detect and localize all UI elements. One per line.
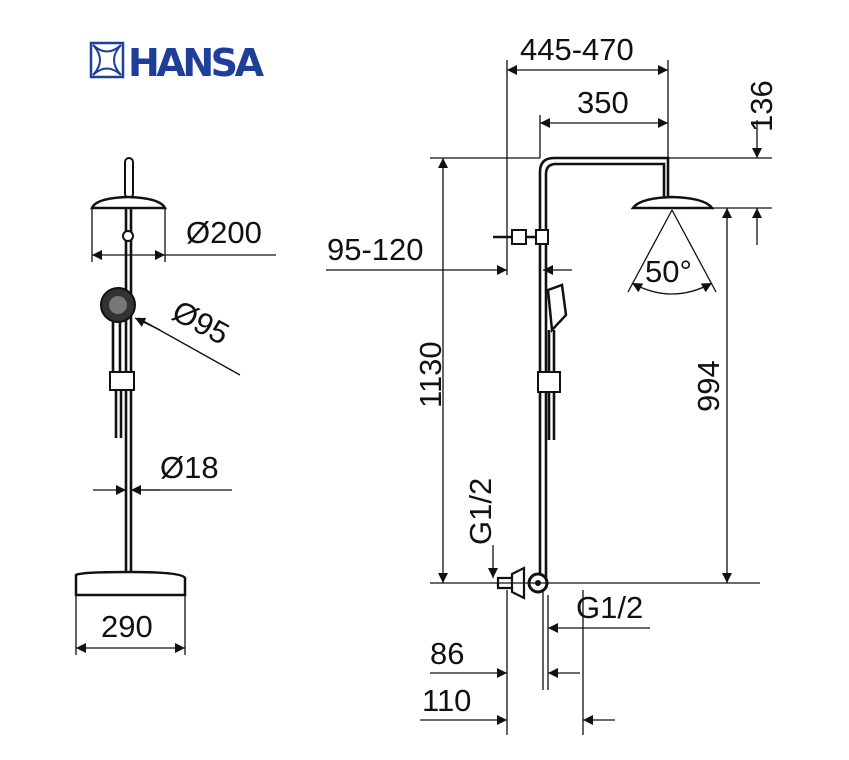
head-shower-side	[630, 195, 715, 210]
hand-shower-side	[546, 283, 568, 333]
hansa-logo-icon	[89, 41, 125, 79]
head-height-label: 994	[691, 360, 726, 412]
pole-diameter-label: Ø18	[160, 450, 219, 485]
wall-distance-label: 95-120	[327, 232, 424, 267]
depth-110-label: 110	[422, 683, 471, 718]
head-diameter-label: Ø200	[186, 215, 262, 250]
head-shower	[90, 195, 168, 210]
shower-arm	[538, 156, 670, 580]
hand-shower-diameter-label: Ø95	[167, 293, 235, 351]
total-height-label: 1130	[413, 341, 448, 408]
depth-86-label: 86	[430, 636, 464, 671]
front-view: Ø200 Ø95 Ø18 290	[74, 157, 276, 655]
width-label: 290	[101, 609, 153, 644]
pole	[124, 165, 133, 572]
head-drop-label: 136	[744, 80, 779, 132]
hansa-logo: HANSA	[89, 41, 265, 85]
thermostat-body	[74, 570, 187, 597]
arm-length-label: 350	[577, 85, 629, 120]
inlet-thread-label: G1/2	[463, 478, 498, 545]
hansa-logo-text: HANSA	[128, 41, 265, 85]
reach-label: 445-470	[520, 32, 634, 67]
side-view: 445-470 350 136 95-120 50° 1130 994 G1/2…	[326, 32, 779, 735]
spray-angle-label: 50°	[645, 254, 692, 289]
outlet-thread-label: G1/2	[576, 590, 643, 625]
